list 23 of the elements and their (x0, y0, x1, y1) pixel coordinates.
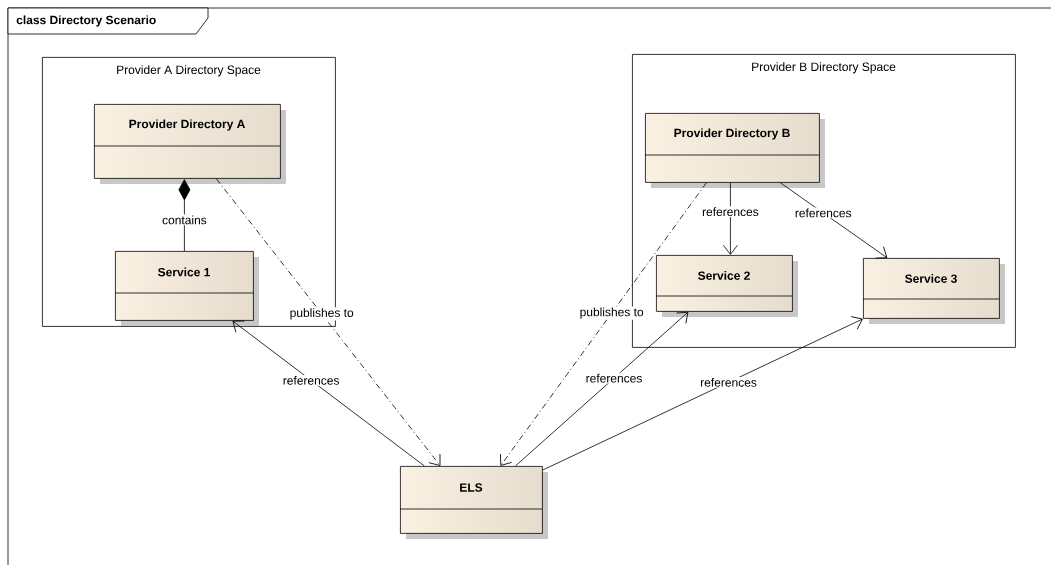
class-box: ELS (399, 466, 548, 539)
edge-label: references (793, 207, 853, 219)
association-arrow (542, 316, 863, 471)
edge-label: references (701, 206, 760, 218)
association-arrow (232, 320, 425, 467)
frame-title: class Directory Scenario (7, 7, 209, 35)
edge-label: contains (161, 214, 208, 226)
class-box: Provider Directory B (644, 113, 825, 188)
edge-label: references (281, 374, 341, 386)
class-box: Service 3 (862, 258, 1005, 324)
composition-line (178, 179, 191, 252)
association-arrow (780, 182, 888, 259)
edge-label: publishes to (578, 306, 645, 320)
association-arrow (515, 311, 689, 467)
dependency-arrow (500, 182, 707, 466)
edge-label: publishes to (288, 307, 355, 321)
dependency-arrow (216, 178, 441, 466)
class-box: Service 1 (114, 251, 259, 326)
edge-label: references (584, 372, 644, 384)
association-arrow (723, 182, 738, 255)
class-box: Service 2 (655, 255, 798, 317)
class-box: Provider Directory A (93, 104, 286, 184)
edge-label: references (699, 376, 758, 388)
